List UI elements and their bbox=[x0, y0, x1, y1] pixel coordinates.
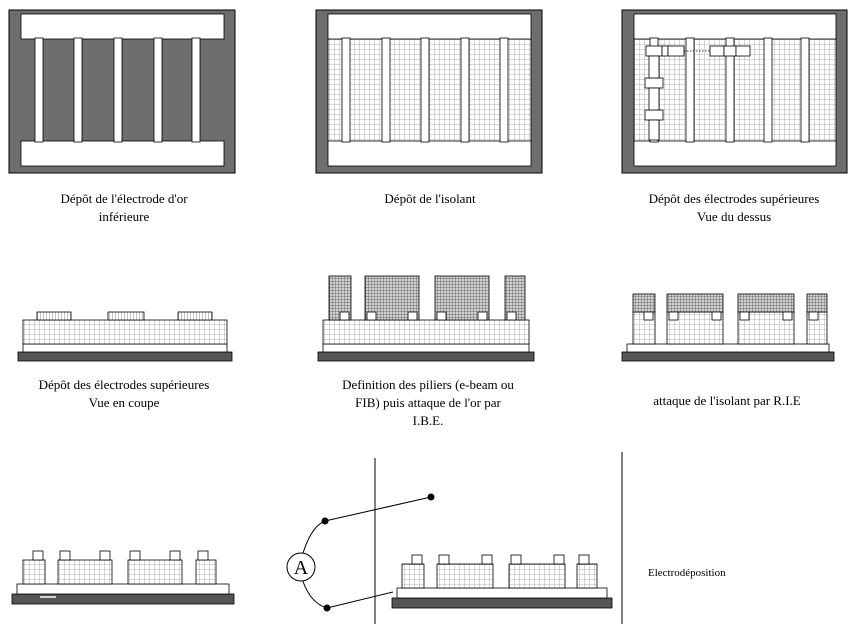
caption-step5: Definition des piliers (e-beam ou FIB) p… bbox=[342, 377, 514, 428]
step8-electrodeposition: A bbox=[286, 452, 623, 624]
step4-cross-section bbox=[17, 311, 233, 362]
caption-step1: Dépôt de l'électrode d'or inférieure bbox=[60, 191, 188, 224]
caption-step8: Electrodéposition bbox=[648, 567, 726, 579]
junction-dot bbox=[321, 517, 329, 525]
ammeter-label: A bbox=[294, 557, 309, 579]
caption-step6: attaque de l'isolant par R.I.E bbox=[653, 393, 801, 408]
step3-top-view bbox=[621, 9, 848, 174]
ammeter-icon bbox=[286, 552, 316, 582]
step1-top-view bbox=[8, 9, 236, 174]
caption-step4: Dépôt des électrodes supérieures Vue en … bbox=[38, 377, 210, 410]
step5-cross-section bbox=[317, 275, 535, 362]
caption-step2: Dépôt de l'isolant bbox=[384, 191, 476, 206]
caption-step3: Dépôt des électrodes supérieures Vue du … bbox=[648, 191, 820, 224]
step2-top-view bbox=[315, 9, 543, 174]
step7-cross-section bbox=[11, 550, 235, 605]
junction-dot bbox=[323, 604, 331, 612]
counter-electrode-dot bbox=[427, 493, 435, 501]
step6-cross-section bbox=[621, 293, 835, 362]
